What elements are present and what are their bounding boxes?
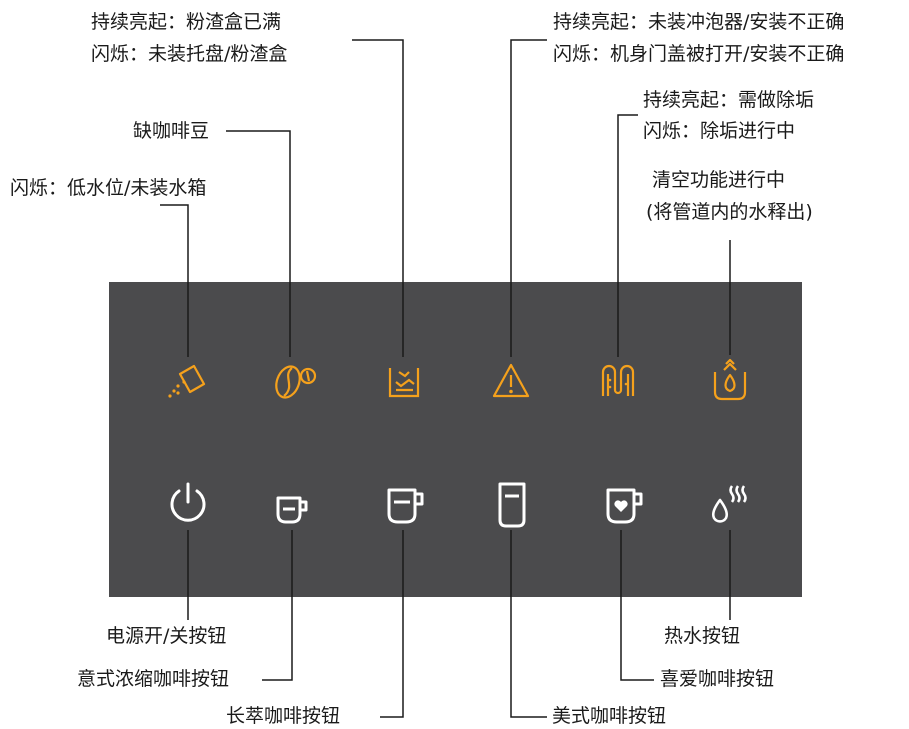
grounds-label-line1: 持续亮起：粉渣盒已满 [91,11,282,33]
power-button[interactable] [164,480,212,528]
espresso-label: 意式浓缩咖啡按钮 [77,668,230,690]
coffee-bean-icon [275,365,317,399]
control-panel [109,282,802,597]
alert-label-line2: 闪烁：机身门盖被打开/安装不正确 [553,43,845,65]
descale-label-line2: 闪烁：除垢进行中 [643,120,796,142]
empty-label-line1: 清空功能进行中 [652,169,786,191]
espresso-button[interactable] [272,492,316,528]
grounds-label-line2: 闪烁：未装托盘/粉渣盒 [91,43,288,65]
hot-water-label: 热水按钮 [664,625,741,647]
long-coffee-label: 长萃咖啡按钮 [226,705,341,727]
favorite-label: 喜爱咖啡按钮 [660,668,775,690]
water-label: 闪烁：低水位/未装水箱 [10,177,207,199]
empty-system-icon [713,358,747,401]
americano-button[interactable] [495,480,529,530]
warning-icon [492,363,530,398]
americano-label: 美式咖啡按钮 [552,705,667,727]
beans-label: 缺咖啡豆 [133,120,210,142]
alert-label-line1: 持续亮起：未装冲泡器/安装不正确 [553,11,845,33]
long-coffee-button[interactable] [383,484,429,528]
hot-water-button[interactable] [706,482,752,528]
water-tank-icon [168,364,206,398]
grounds-container-icon [388,368,420,398]
empty-label-line2: (将管道内的水释出) [646,201,813,223]
favorite-coffee-button[interactable] [602,484,648,528]
descale-label-line1: 持续亮起：需做除垢 [643,89,815,111]
descale-icon [601,364,635,396]
power-label: 电源开/关按钮 [106,625,227,647]
